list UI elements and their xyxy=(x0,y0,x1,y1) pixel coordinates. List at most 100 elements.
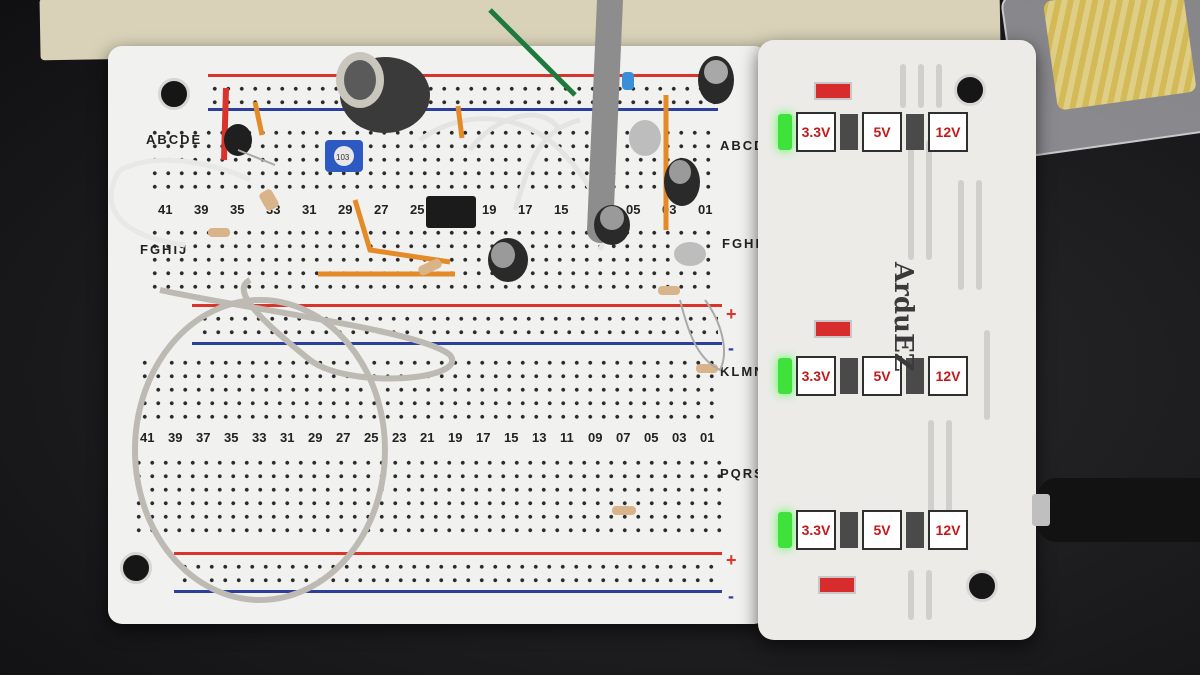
column-number: 23 xyxy=(392,430,407,445)
row-labels: ABCDE xyxy=(146,132,203,147)
electrolytic-capacitor-small xyxy=(594,205,630,245)
voltage-selector-2: 3.3V 5V 12V xyxy=(778,356,968,396)
loop-wire xyxy=(159,277,456,382)
electrolytic-capacitor-small xyxy=(488,238,528,282)
transistor xyxy=(224,124,276,166)
mount-hole xyxy=(966,570,998,602)
vent-slot xyxy=(936,64,942,108)
plus-sign: + xyxy=(726,304,738,324)
hole-grid-pqrst xyxy=(132,456,722,536)
status-led xyxy=(778,114,792,150)
mount-hole xyxy=(120,552,152,584)
column-number: 19 xyxy=(482,202,497,217)
voltage-12v[interactable]: 12V xyxy=(928,356,968,396)
plus-sign: + xyxy=(726,550,738,570)
rail-holes xyxy=(178,560,718,586)
column-number: 25 xyxy=(410,202,425,217)
column-number: 27 xyxy=(336,430,351,445)
column-number: 13 xyxy=(532,430,547,445)
voltage-12v[interactable]: 12V xyxy=(928,510,968,550)
column-number: 05 xyxy=(626,202,641,217)
white-jumper-wire xyxy=(118,157,252,183)
column-number: 31 xyxy=(302,202,317,217)
voltage-3v3[interactable]: 3.3V xyxy=(796,356,836,396)
vent-slot xyxy=(908,570,914,620)
column-number: 29 xyxy=(308,430,323,445)
resistor xyxy=(208,72,718,515)
rail-negative-top xyxy=(208,108,718,111)
loop-wire xyxy=(132,297,388,603)
rail-positive-top xyxy=(208,74,718,77)
electrolytic-capacitor-small xyxy=(664,158,700,206)
jumper-gap xyxy=(840,512,858,548)
jumper-gap xyxy=(906,114,924,150)
vent-slot xyxy=(928,420,934,540)
column-number: 03 xyxy=(672,430,687,445)
vent-slot xyxy=(908,140,914,260)
column-number: 29 xyxy=(338,202,353,217)
column-number: 35 xyxy=(230,202,245,217)
power-switch-3[interactable] xyxy=(818,576,856,594)
column-number: 15 xyxy=(504,430,519,445)
red-jumper-wire xyxy=(221,87,229,161)
column-number: 11 xyxy=(560,430,574,445)
vent-slot xyxy=(926,140,932,260)
column-number: 09 xyxy=(588,430,603,445)
potentiometer: 103 xyxy=(325,140,363,172)
power-supply-module: 3.3V 5V 12V 3.3V 5V 12V 3.3V 5V 12V xyxy=(758,40,1036,640)
electrolytic-capacitor-small xyxy=(698,56,734,104)
vent-slot xyxy=(946,420,952,540)
column-number: 37 xyxy=(196,430,211,445)
column-number: 25 xyxy=(364,430,379,445)
status-led xyxy=(778,512,792,548)
rail-negative-mid xyxy=(192,342,722,345)
orange-jumper-wire xyxy=(352,199,451,265)
voltage-12v[interactable]: 12V xyxy=(928,112,968,152)
column-number: 39 xyxy=(194,202,209,217)
column-number: 19 xyxy=(448,430,463,445)
rail-positive-bottom xyxy=(174,552,722,555)
voltage-selector-3: 3.3V 5V 12V xyxy=(778,510,968,550)
voltage-3v3[interactable]: 3.3V xyxy=(796,112,836,152)
white-jumper-wire xyxy=(418,116,607,252)
voltage-5v[interactable]: 5V xyxy=(862,112,902,152)
status-led xyxy=(778,358,792,394)
jumper-gap xyxy=(906,512,924,548)
jumper-gap xyxy=(906,358,924,394)
component-leads xyxy=(679,299,725,372)
electrolytic-capacitor-large xyxy=(336,52,430,133)
column-number: 15 xyxy=(554,202,569,217)
column-number: 17 xyxy=(476,430,491,445)
column-number: 17 xyxy=(518,202,533,217)
ic-chip xyxy=(426,196,476,228)
column-number: 39 xyxy=(168,430,183,445)
minus-sign: - xyxy=(728,338,735,358)
mount-hole xyxy=(158,78,190,110)
usb-cable xyxy=(1032,478,1200,542)
voltage-3v3[interactable]: 3.3V xyxy=(796,510,836,550)
column-number: 21 xyxy=(420,430,435,445)
green-jumper-wire xyxy=(488,8,577,97)
white-jumper-wire xyxy=(108,168,186,248)
vent-slot xyxy=(918,64,924,108)
column-number: 31 xyxy=(280,430,295,445)
column-number: 01 xyxy=(700,430,715,445)
power-switch-2[interactable] xyxy=(814,320,852,338)
voltage-5v[interactable]: 5V xyxy=(862,510,902,550)
column-number: 41 xyxy=(140,430,155,445)
rail-negative-bottom xyxy=(174,590,722,593)
white-jumper-wire xyxy=(512,117,581,211)
column-number: 41 xyxy=(158,202,173,217)
oscilloscope-probe xyxy=(587,0,623,243)
orange-jumper-wire xyxy=(455,105,465,139)
voltage-5v[interactable]: 5V xyxy=(862,356,902,396)
vent-slot xyxy=(984,330,990,420)
minus-sign: - xyxy=(728,586,735,606)
voltage-selector-1: 3.3V 5V 12V xyxy=(778,112,968,152)
orange-jumper-wire xyxy=(252,101,265,136)
usb-plug xyxy=(1032,494,1050,526)
rail-positive-mid xyxy=(192,304,722,307)
vent-slot xyxy=(976,180,982,290)
power-switch-1[interactable] xyxy=(814,82,852,100)
